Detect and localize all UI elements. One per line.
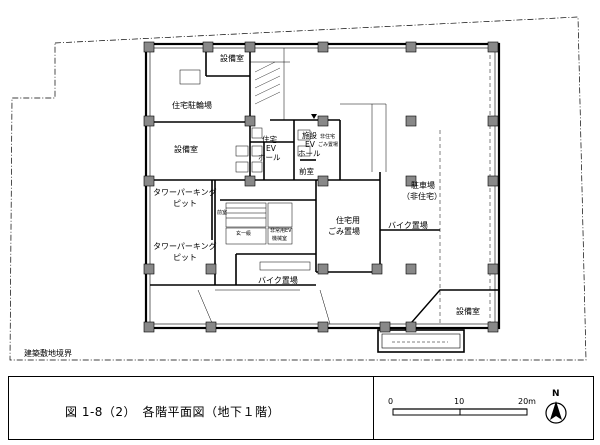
room-label-bike-right: バイク置場 [388,220,428,230]
room-label-bosai-2: 機械室 [272,235,287,242]
room-label-tower-2b: ピット [173,253,197,262]
room-label-tower-1a: タワーパーキング [153,187,217,197]
ramp-hatch [254,61,281,105]
figure-caption: 図 1-8（2） 各階平面図（地下１階） [65,405,281,419]
room-label-zenshitsu: 前室 [299,166,314,176]
floor-plan: 設備室 住宅駐輪場 設備室 住宅 EV ホール 施設 EV ホール 非住宅 ごみ… [9,16,587,361]
scale-bar [392,408,528,416]
room-label-jutaku-ev-2: EV [266,144,277,153]
caption-divider [373,377,374,439]
detail-lines [179,48,491,331]
scale-tick-10: 10 [454,397,465,406]
north-letter: N [552,389,560,399]
room-label-genkan: 玄一級 [236,230,251,237]
interior-walls [150,44,440,286]
room-label-setsubi-left: 設備室 [174,144,198,154]
room-label-shisetsu-ev-1: 施設 [302,130,317,140]
room-label-jutaku-ev-1: 住宅 [262,134,277,144]
room-label-chushajo-2: （非住宅） [402,191,442,201]
room-label-setsubi-top: 設備室 [220,53,244,63]
entrance-arrow-icon [311,114,317,119]
room-label-jutaku-gomi-2: ごみ置場 [328,226,360,236]
room-label-setsubi-bottom-right: 設備室 [456,306,480,316]
room-label-chushajo-1: 駐車場 [411,180,435,190]
room-label-jutaku-gomi-1: 住宅用 [336,215,360,225]
north-arrow-icon: N [545,389,567,424]
room-label-jutaku-chushajo: 住宅駐輪場 [172,100,212,110]
caption-box: 図 1-8（2） 各階平面図（地下１階） 0 10 20m N [8,376,594,440]
room-label-bosai: 非常用EV [270,227,292,234]
room-label-tower-1b: ピット [173,199,197,208]
room-label-tower-2a: タワーパーキング [153,241,217,251]
bottom-right-room [377,289,499,353]
scale-tick-20m: 20m [518,397,536,406]
room-label-shisetsu-ev-2: EV [305,140,316,149]
structural-columns [143,41,499,333]
room-label-hi-gomi-2: ごみ置場 [318,141,338,148]
room-label-bike-bottom: バイク置場 [258,275,298,285]
scale-tick-0: 0 [388,397,394,406]
site-boundary-label: 建築敷地境界 [24,348,72,358]
room-label-maeshitsu-small: 前室 [217,209,227,216]
room-label-shisetsu-ev-3: ホール [298,149,321,158]
site-boundary-line [9,16,587,361]
room-label-jutaku-ev-3: ホール [258,153,281,162]
room-label-hi-gomi-1: 非住宅 [320,133,335,140]
